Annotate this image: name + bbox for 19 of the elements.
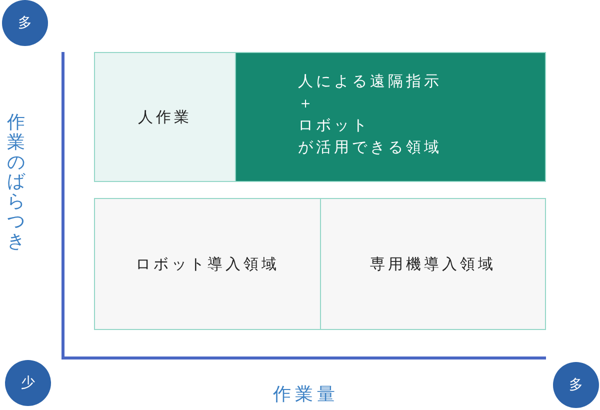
scale-end-circle	[2, 0, 48, 46]
quadrant-label: 人作業	[138, 108, 192, 126]
scale-end-label: 少	[21, 374, 35, 392]
quadrant-label: ＋	[298, 93, 316, 114]
quadrant-box	[320, 198, 546, 330]
quadrant-box	[94, 198, 321, 330]
quadrant-label: ロボット導入領域	[136, 254, 280, 274]
quadrant-label: が活用できる領域	[298, 137, 442, 158]
x-axis-title: 作業量	[273, 383, 339, 406]
scale-end-label: 多	[18, 14, 32, 32]
scale-end-label: 多	[569, 376, 583, 394]
quadrant-label: ロボット	[298, 115, 370, 136]
quadrant-box	[235, 52, 546, 182]
scale-end-circle	[553, 362, 599, 408]
quadrant-label: 専用機導入領域	[370, 254, 496, 274]
y-axis-title: 作業のばらつき	[7, 113, 25, 252]
quadrant-label: 人による遠隔指示	[298, 71, 442, 92]
scale-end-circle	[5, 360, 51, 406]
quadrant-box	[94, 52, 236, 182]
